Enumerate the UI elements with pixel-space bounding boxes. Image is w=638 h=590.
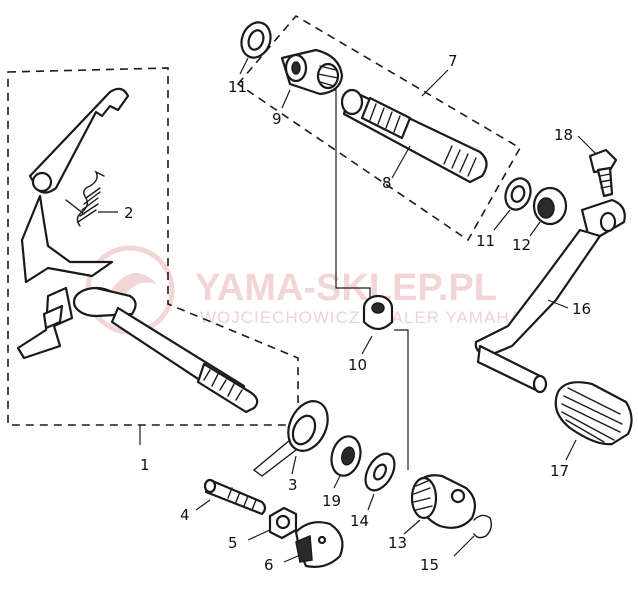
bushing-lead-line — [394, 329, 409, 470]
leader-3 — [291, 455, 297, 475]
leader-15 — [453, 535, 475, 557]
leader-5 — [247, 529, 271, 541]
leader-9 — [281, 89, 291, 109]
coupling-collar — [280, 48, 344, 96]
nut — [268, 506, 298, 540]
leader-6 — [283, 555, 299, 563]
assembly-1-boundary — [7, 67, 299, 426]
callout-18: 18 — [554, 126, 573, 144]
circlip — [473, 514, 493, 539]
washer-right — [504, 177, 532, 211]
torsion-spring — [252, 400, 329, 477]
watermark-subtitle: WOJCIECHOWICZ DEALER YAMAHA — [200, 308, 522, 327]
leader-11-right — [493, 209, 511, 231]
leader-4 — [195, 499, 211, 511]
callout-5: 5 — [228, 534, 238, 552]
washer-top — [240, 21, 272, 59]
assembly-7-boundary — [236, 14, 522, 242]
callout-11-right: 11 — [476, 232, 495, 250]
return-spring — [65, 170, 105, 227]
callout-3: 3 — [288, 476, 298, 494]
callout-14: 14 — [350, 512, 369, 530]
leader-10 — [361, 335, 373, 355]
callout-8: 8 — [382, 174, 392, 192]
leader-18 — [577, 135, 597, 155]
pinch-bolt — [588, 148, 618, 198]
callout-2: 2 — [124, 204, 134, 222]
callout-1: 1 — [140, 456, 150, 474]
bushing — [362, 294, 394, 331]
callout-13: 13 — [388, 534, 407, 552]
watermark: YAMA-SKLEP.PL WOJCIECHOWICZ DEALER YAMAH… — [85, 245, 522, 335]
callout-11-top: 11 — [228, 78, 247, 96]
callout-9: 9 — [272, 110, 282, 128]
callout-12: 12 — [512, 236, 531, 254]
callout-15: 15 — [420, 556, 439, 574]
callout-19: 19 — [322, 492, 341, 510]
leader-17 — [565, 439, 577, 461]
shift-shaft-assembly — [16, 87, 259, 414]
callout-4: 4 — [180, 506, 190, 524]
leader-19 — [333, 475, 341, 489]
callout-17: 17 — [550, 462, 569, 480]
flat-washer — [364, 452, 396, 492]
pedal-rubber — [554, 381, 633, 446]
leader-13 — [403, 519, 421, 535]
ratchet-plate — [294, 521, 344, 568]
kick-crank — [474, 198, 626, 394]
leader-16 — [547, 299, 569, 309]
leader-12 — [529, 221, 541, 237]
leader-7 — [421, 69, 449, 97]
leader-14 — [367, 493, 375, 511]
oil-seal — [532, 186, 568, 226]
kick-gear — [410, 474, 477, 529]
small-oil-seal — [330, 435, 362, 477]
callout-6: 6 — [264, 556, 274, 574]
leader-11-top — [239, 57, 249, 75]
kick-shaft — [340, 88, 488, 184]
callout-16: 16 — [572, 300, 591, 318]
leader-8 — [391, 145, 411, 179]
stud-bolt — [203, 478, 267, 516]
callout-10: 10 — [348, 356, 367, 374]
callout-7: 7 — [448, 52, 458, 70]
